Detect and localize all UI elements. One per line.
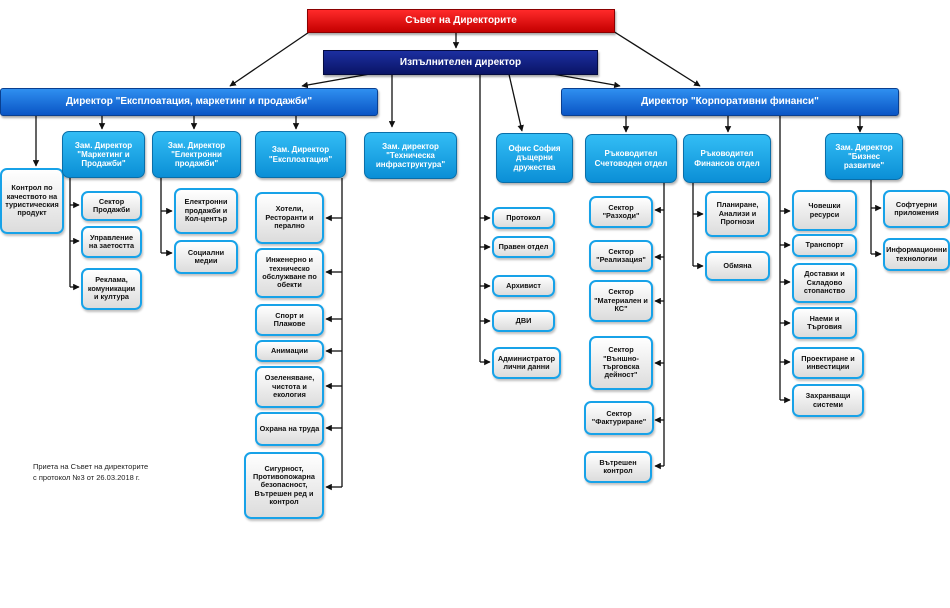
accounting-item: Вътрешен контрол [584, 451, 652, 483]
board-of-directors-box: Съвет на Директорите [307, 9, 615, 33]
business-dev-item: Информационни технологии [883, 238, 950, 271]
finance-item: Обмяна [705, 251, 770, 281]
sofia-item: ДВИ [492, 310, 555, 332]
operations-item: Сигурност, Противопожарна безопасност, В… [244, 452, 324, 519]
electronic-item: Електронни продажби и Кол-център [174, 188, 238, 234]
operations-item: Озеленяване, чистота и екология [255, 366, 324, 408]
electronic-item: Социални медии [174, 240, 238, 274]
marketing-item: Сектор Продажби [81, 191, 142, 221]
sofia-item: Протокол [492, 207, 555, 229]
operations-item: Инженерно и техническо обслужване по обе… [255, 248, 324, 298]
approval-note: Приета на Съвет на директорите с протоко… [33, 461, 148, 484]
business-dev-item: Софтуерни приложения [883, 190, 950, 228]
deputy-electronic-box: Зам. Директор "Електронни продажби" [152, 131, 241, 178]
director-finance-box: Директор "Корпоративни финанси" [561, 88, 899, 116]
deputy-infrastructure-box: Зам. директор "Техническа инфраструктура… [364, 132, 457, 179]
quality-control-box: Контрол по качеството на туристическия п… [0, 168, 64, 234]
deputy-marketing-box: Зам. Директор "Маркетинг и Продажби" [62, 131, 145, 178]
business-item: Доставки и Складово стопанство [792, 263, 857, 303]
sofia-office-box: Офис София дъщерни дружества [496, 133, 573, 183]
approval-note-line: с протокол №3 от 26.03.2018 г. [33, 473, 140, 483]
business-item: Проектиране и инвестиции [792, 347, 864, 379]
marketing-item: Реклама, комуникации и култура [81, 268, 142, 310]
accounting-item: Сектор "Материален и КС" [589, 280, 653, 322]
business-item: Наеми и Търговия [792, 307, 857, 339]
head-accounting-box: Ръководител Счетоводен отдел [585, 134, 677, 183]
business-item: Транспорт [792, 234, 857, 257]
operations-item: Спорт и Плажове [255, 304, 324, 336]
business-item: Човешки ресурси [792, 190, 857, 231]
finance-item: Планиране, Анализи и Прогнози [705, 191, 770, 237]
sofia-item: Правен отдел [492, 236, 555, 258]
sofia-item: Администратор лични данни [492, 347, 561, 379]
accounting-item: Сектор "Външно-търговска дейност" [589, 336, 653, 390]
accounting-item: Сектор "Фактуриране" [584, 401, 654, 435]
deputy-operations-box: Зам. Директор "Експлоатация" [255, 131, 346, 178]
director-operations-box: Директор "Експлоатация, маркетинг и прод… [0, 88, 378, 116]
head-finance-box: Ръководител Финансов отдел [683, 134, 771, 183]
operations-item: Охрана на труда [255, 412, 324, 446]
marketing-item: Управление на заетостта [81, 226, 142, 258]
approval-note-line: Приета на Съвет на директорите [33, 462, 149, 471]
accounting-item: Сектор "Реализация" [589, 240, 653, 272]
operations-item: Хотели, Ресторанти и перално [255, 192, 324, 244]
accounting-item: Сектор "Разходи" [589, 196, 653, 228]
deputy-business-box: Зам. Директор "Бизнес развитие" [825, 133, 903, 180]
business-item: Захранващи системи [792, 384, 864, 417]
executive-director-box: Изпълнителен директор [323, 50, 598, 75]
sofia-item: Архивист [492, 275, 555, 297]
operations-item: Анимации [255, 340, 324, 362]
